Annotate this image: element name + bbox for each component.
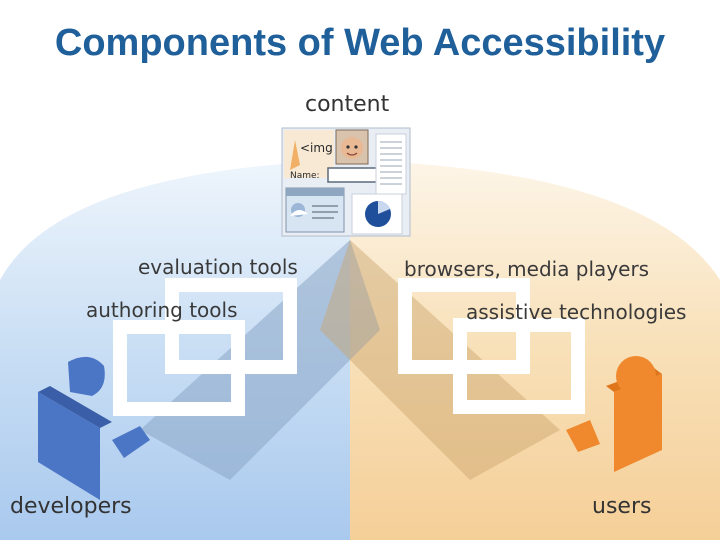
developer-person-icon — [38, 356, 150, 500]
assistive-technologies-frame — [453, 318, 585, 414]
content-graphic: <img Name: — [281, 127, 411, 237]
label-authoring-tools: authoring tools — [86, 298, 238, 322]
pie-chart-icon — [365, 201, 391, 227]
label-browsers-media-players: browsers, media players — [404, 257, 650, 281]
authoring-tools-frame — [113, 320, 245, 416]
label-developers: developers — [10, 494, 132, 519]
img-tag-text: <img — [300, 141, 333, 155]
name-field-label: Name: — [290, 171, 320, 181]
user-person-icon — [566, 356, 662, 472]
label-users: users — [592, 494, 652, 519]
label-assistive-technologies: assistive technologies — [466, 300, 687, 324]
label-content: content — [305, 92, 390, 117]
label-evaluation-tools: evaluation tools — [138, 255, 298, 279]
page-title: Components of Web Accessibility — [54, 22, 666, 64]
name-field-input — [327, 167, 379, 183]
